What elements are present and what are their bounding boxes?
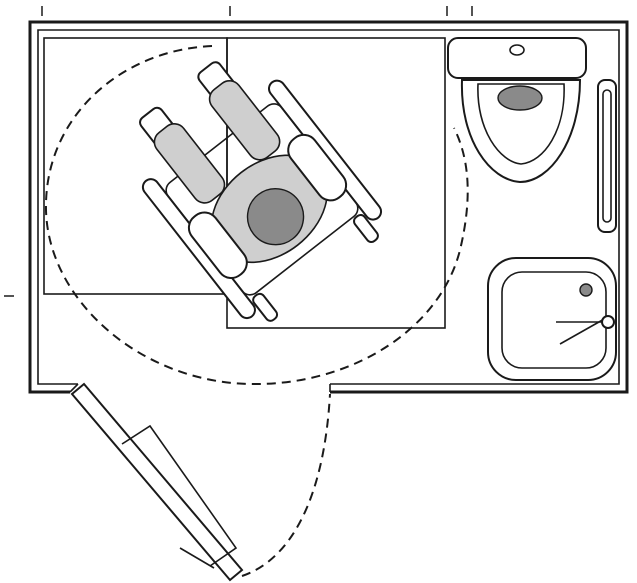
door-swing-arc bbox=[241, 393, 331, 577]
toilet bbox=[447, 37, 587, 184]
door bbox=[70, 382, 244, 582]
sink bbox=[487, 257, 617, 381]
wheelchair-user bbox=[139, 61, 383, 322]
grab-bar bbox=[597, 79, 617, 233]
turning-circle bbox=[44, 45, 469, 386]
dimension-ticks bbox=[4, 6, 473, 297]
room-walls bbox=[28, 20, 629, 394]
transfer-zones bbox=[43, 37, 446, 329]
